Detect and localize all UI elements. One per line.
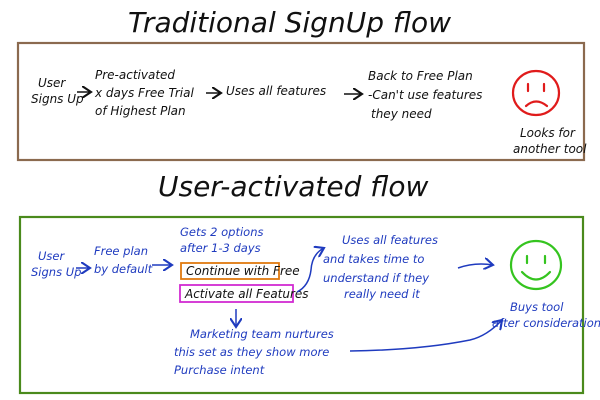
traditional-step-back-to-free-plan: Back to Free Plan -Can't use features th… — [368, 69, 482, 121]
activated-step-uses-all-features: Uses all features and takes time to unde… — [323, 233, 438, 301]
traditional-flow-frame — [16, 41, 586, 162]
traditional-outcome: Looks for another tool — [513, 126, 587, 156]
traditional-step-pre-activated-trial: Pre-activated x days Free Trial of Highe… — [94, 68, 194, 118]
svg-text:after consideration: after consideration — [492, 316, 600, 330]
svg-text:Looks for: Looks for — [520, 126, 576, 140]
smiley-face-icon — [509, 239, 563, 291]
svg-text:and takes time to: and takes time to — [323, 252, 424, 266]
svg-text:User: User — [38, 249, 65, 263]
svg-text:-Can't use features: -Can't use features — [368, 88, 482, 102]
traditional-step-uses-all-features: Uses all features — [226, 84, 326, 98]
user-activated-flow-title: User-activated flow — [158, 170, 429, 203]
traditional-flow-title: Traditional SignUp flow — [128, 6, 451, 39]
svg-text:Marketing team nurtures: Marketing team nurtures — [190, 327, 334, 341]
svg-text:Free plan: Free plan — [94, 244, 148, 258]
svg-text:Back to Free Plan: Back to Free Plan — [368, 69, 473, 83]
svg-text:by default: by default — [94, 262, 153, 276]
activated-step-free-plan-default: Free plan by default — [94, 244, 153, 276]
svg-text:understand if they: understand if they — [323, 271, 429, 285]
svg-text:really need it: really need it — [344, 287, 420, 301]
svg-text:Buys tool: Buys tool — [510, 300, 564, 314]
svg-text:Pre-activated: Pre-activated — [95, 68, 175, 82]
continue-with-free-box — [180, 262, 280, 280]
svg-text:they need: they need — [371, 107, 432, 121]
activated-step-marketing-nurtures: Marketing team nurtures this set as they… — [174, 327, 334, 377]
svg-text:of Highest Plan: of Highest Plan — [95, 104, 186, 118]
sad-face-icon — [511, 69, 561, 117]
traditional-step-user-signs-up: User Signs Up — [31, 76, 84, 106]
activated-outcome: Buys tool after consideration — [492, 300, 600, 330]
user-activated-flow-frame — [18, 215, 585, 395]
svg-text:Gets 2 options: Gets 2 options — [180, 225, 263, 239]
activate-all-features-box — [179, 284, 294, 303]
activated-arrow-nurture-to-buy — [349, 320, 502, 352]
activated-step-user-signs-up: User Signs Up — [31, 249, 81, 279]
svg-text:User: User — [38, 76, 66, 90]
svg-text:Purchase intent: Purchase intent — [174, 363, 265, 377]
svg-text:this set as they show more: this set as they show more — [174, 345, 329, 359]
svg-text:Signs Up: Signs Up — [31, 92, 84, 106]
activated-arrow-to-buy — [457, 264, 493, 268]
svg-text:another tool: another tool — [513, 142, 587, 156]
svg-text:Signs Up: Signs Up — [31, 265, 81, 279]
activated-step-gets-two-options: Gets 2 options after 1-3 days — [180, 225, 263, 255]
activated-arrow-to-evaluate — [296, 248, 324, 293]
svg-text:x days Free Trial: x days Free Trial — [94, 86, 194, 100]
continue-with-free-label: Continue with Free — [186, 264, 300, 278]
svg-text:Uses all features: Uses all features — [342, 233, 438, 247]
svg-text:after 1-3 days: after 1-3 days — [180, 241, 261, 255]
activate-all-features-label: Activate all Features — [184, 287, 309, 301]
